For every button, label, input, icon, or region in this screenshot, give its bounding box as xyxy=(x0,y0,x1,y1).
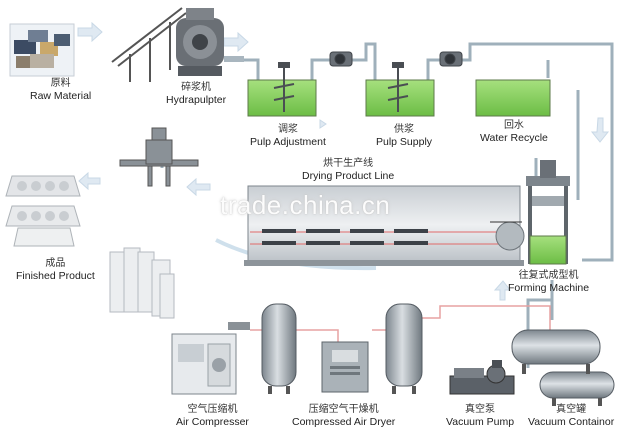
pump-icons xyxy=(329,51,463,67)
hydrapulper-icon xyxy=(176,8,244,76)
label-vacuum-pump: 真空泵 Vacuum Pump xyxy=(446,404,514,428)
label-zh: 回水 xyxy=(503,120,524,131)
label-hydrapulper: 碎浆机 Hydrapulpter xyxy=(166,82,226,106)
air-dryer-icon xyxy=(321,341,369,393)
watermark: trade.china.cn xyxy=(220,190,391,220)
label-zh: 成品 xyxy=(45,258,66,269)
label-drying-line: 烘干生产线 Drying Product Line xyxy=(302,158,394,182)
label-zh: 调浆 xyxy=(277,124,298,135)
label-en: Forming Machine xyxy=(508,282,590,294)
label-zh: 碎浆机 xyxy=(181,82,212,93)
label-water-recycle: 回水 Water Recycle xyxy=(480,120,548,144)
label-en: Vacuum Pump xyxy=(446,416,515,428)
label-en: Hydrapulpter xyxy=(166,94,227,106)
label-en: Water Recycle xyxy=(480,132,548,144)
air-lines xyxy=(250,305,551,342)
label-zh: 真空泵 xyxy=(465,404,496,415)
label-air-dryer: 压缩空气干燥机 Compressed Air Dryer xyxy=(292,404,395,428)
conveyor-icon xyxy=(111,7,187,82)
pulp-tanks xyxy=(247,62,551,117)
pulp-box-stack-icon xyxy=(109,247,175,319)
label-en: Air Compresser xyxy=(176,416,249,428)
label-en: Compressed Air Dryer xyxy=(292,416,396,428)
label-zh: 真空罐 xyxy=(556,404,587,415)
label-vacuum-container: 真空罐 Vacuum Containor xyxy=(528,404,614,428)
forming-machine-icon xyxy=(526,160,570,265)
egg-tray-stack-icon xyxy=(5,175,81,247)
label-zh: 压缩空气干燥机 xyxy=(308,404,379,415)
vacuum-containers xyxy=(511,329,615,406)
label-forming-machine: 往复式成型机 Forming Machine xyxy=(508,270,589,294)
drying-line-oven xyxy=(244,185,525,266)
label-en: Pulp Supply xyxy=(376,136,433,148)
label-en: Finished Product xyxy=(16,270,95,282)
label-pulp-adjustment: 调浆 Pulp Adjustment xyxy=(250,124,326,148)
air-receiver-tanks xyxy=(261,303,423,394)
raw-material-bales-icon xyxy=(9,23,75,77)
label-pulp-supply: 供浆 Pulp Supply xyxy=(376,124,432,148)
label-zh: 往复式成型机 xyxy=(518,270,579,281)
label-zh: 供浆 xyxy=(394,124,415,135)
label-air-compresser: 空气压缩机 Air Compresser xyxy=(176,404,249,428)
vacuum-pump-icon xyxy=(449,360,515,395)
label-raw-material: 原料 Raw Material xyxy=(30,78,91,102)
label-zh: 空气压缩机 xyxy=(187,404,238,415)
label-en: Vacuum Containor xyxy=(528,416,615,428)
label-zh: 烘干生产线 xyxy=(323,158,374,169)
label-finished-product: 成品 Finished Product xyxy=(16,258,95,282)
label-en: Raw Material xyxy=(30,90,92,102)
flow-arrows xyxy=(77,21,610,301)
label-zh: 原料 xyxy=(50,78,71,89)
air-compressor-icon xyxy=(171,322,250,395)
transfer-machine-icon xyxy=(119,127,199,187)
label-en: Pulp Adjustment xyxy=(250,136,326,148)
label-en: Drying Product Line xyxy=(302,170,395,182)
